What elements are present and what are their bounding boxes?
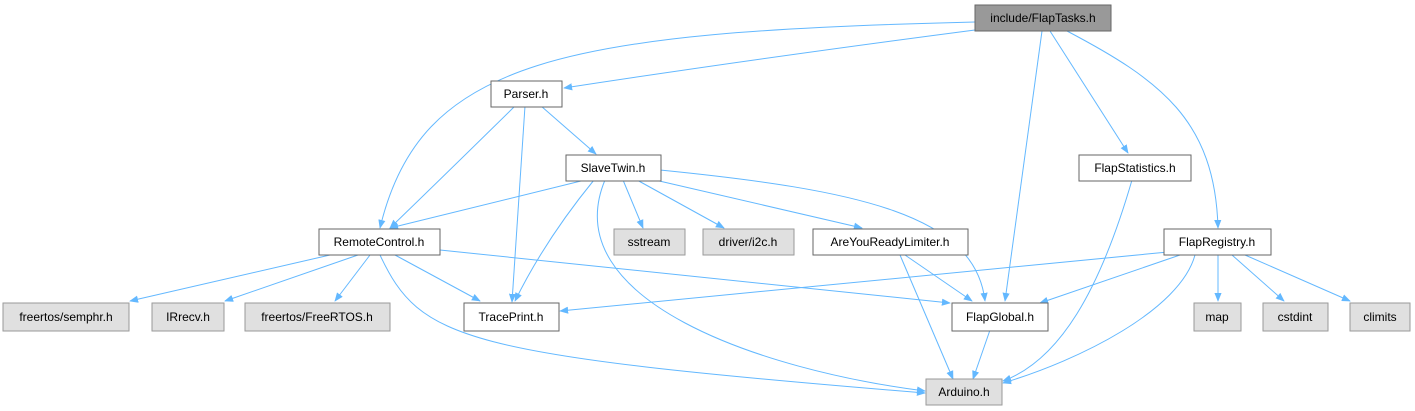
edge-slavetwin-driver-i2c [636,179,725,229]
edge-flaptasks-remotecontrol [378,21,976,229]
node-remotecontrol[interactable]: RemoteControl.h [318,228,441,256]
edge-slavetwin-flapglobal [659,169,988,302]
node-flapstatistics[interactable]: FlapStatistics.h [1078,154,1192,182]
edge-flapregistry-cstdint [1231,254,1285,302]
node-areyoureadylimiter[interactable]: AreYouReadyLimiter.h [812,228,969,256]
node-map[interactable]: map [1193,302,1242,332]
edge-flapglobal-arduino [972,329,991,380]
edge-flaptasks-flapglobal [1002,30,1043,302]
edge-remotecontrol-freertos [334,254,371,302]
svg-text:freertos/FreeRTOS.h: freertos/FreeRTOS.h [261,310,373,324]
edge-parser-traceprint [508,105,526,303]
edge-flapregistry-flapglobal [1039,254,1181,304]
edge-slavetwin-traceprint [514,179,595,302]
node-arduino[interactable]: Arduino.h [925,378,1003,406]
edge-remotecontrol-arduino [379,254,926,396]
node-cstdint[interactable]: cstdint [1262,302,1329,332]
svg-text:driver/i2c.h: driver/i2c.h [719,235,778,249]
edge-slavetwin-arduino [597,179,926,394]
edge-flapregistry-traceprint [559,251,1169,314]
svg-text:FlapGlobal.h: FlapGlobal.h [966,310,1034,324]
node-freertos-semphr[interactable]: freertos/semphr.h [2,302,130,332]
edge-slavetwin-remotecontrol [389,179,586,230]
svg-text:SlaveTwin.h: SlaveTwin.h [581,161,646,175]
edge-flaptasks-flapstatistics [1049,30,1129,154]
edge-slavetwin-areyoureadylimiter [654,179,863,230]
edge-areyoureadylimiter-arduino [899,254,954,380]
edge-flapregistry-arduino [1002,254,1196,385]
svg-text:include/FlapTasks.h: include/FlapTasks.h [990,11,1095,25]
edge-parser-remotecontrol [389,105,516,229]
edge-remotecontrol-traceprint [394,254,481,302]
node-climits[interactable]: climits [1349,302,1411,332]
edge-remotecontrol-semphr [129,254,331,303]
edge-slavetwin-sstream [622,179,644,229]
svg-text:freertos/semphr.h: freertos/semphr.h [19,310,112,324]
edge-flaptasks-parser [563,29,976,91]
svg-text:TracePrint.h: TracePrint.h [479,310,544,324]
node-slavetwin[interactable]: SlaveTwin.h [565,154,662,182]
svg-text:AreYouReadyLimiter.h: AreYouReadyLimiter.h [831,235,950,249]
edge-flaptasks-flapregistry [1066,30,1222,229]
edge-areyoureadylimiter-flapglobal [904,254,973,302]
node-irrecv[interactable]: IRrecv.h [151,302,225,332]
edge-parser-slavetwin [540,105,597,155]
edge-remotecontrol-irrecv [224,254,359,302]
edge-remotecontrol-flapglobal [439,249,951,306]
node-driver-i2c[interactable]: driver/i2c.h [702,228,795,256]
svg-text:climits: climits [1363,310,1396,324]
node-parser[interactable]: Parser.h [490,80,563,108]
svg-text:Parser.h: Parser.h [504,87,549,101]
node-flapregistry[interactable]: FlapRegistry.h [1163,228,1272,256]
svg-text:Arduino.h: Arduino.h [938,385,989,399]
svg-text:FlapStatistics.h: FlapStatistics.h [1094,161,1175,175]
svg-text:FlapRegistry.h: FlapRegistry.h [1179,235,1255,249]
svg-text:map: map [1205,310,1229,324]
svg-text:sstream: sstream [628,235,671,249]
edge-flapstatistics-arduino [1002,179,1133,382]
node-flaptasks[interactable]: include/FlapTasks.h [974,4,1112,32]
svg-text:cstdint: cstdint [1278,310,1313,324]
svg-text:RemoteControl.h: RemoteControl.h [334,235,425,249]
svg-text:IRrecv.h: IRrecv.h [166,310,210,324]
node-flapglobal[interactable]: FlapGlobal.h [951,302,1049,332]
node-sstream[interactable]: sstream [613,228,686,256]
node-freertos-freertos[interactable]: freertos/FreeRTOS.h [244,302,391,332]
node-traceprint[interactable]: TracePrint.h [463,302,560,332]
edge-flapregistry-climits [1244,254,1351,302]
